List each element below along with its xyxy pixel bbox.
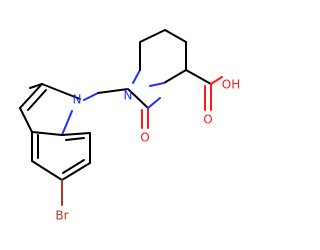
- indole-benzene-ring: [31, 131, 91, 181]
- structure-drawing: N N O O OH Br: [19, 29, 240, 223]
- molecule-canvas: N N O O OH Br: [19, 29, 240, 223]
- acetyl-linker: [83, 88, 161, 129]
- piperidine-nitrogen-label: N: [124, 89, 133, 103]
- carboxylic-acid-group: [185, 69, 223, 111]
- hydroxyl-label: OH: [222, 78, 240, 92]
- bromine-label: Br: [55, 209, 68, 223]
- ketone-oxygen-label: O: [140, 131, 149, 145]
- indole-nitrogen-label: N: [73, 93, 82, 107]
- indole-pyrrole-ring: [19, 83, 81, 136]
- acid-carbonyl-oxygen-label: O: [203, 113, 212, 127]
- piperidine-ring: [127, 29, 187, 90]
